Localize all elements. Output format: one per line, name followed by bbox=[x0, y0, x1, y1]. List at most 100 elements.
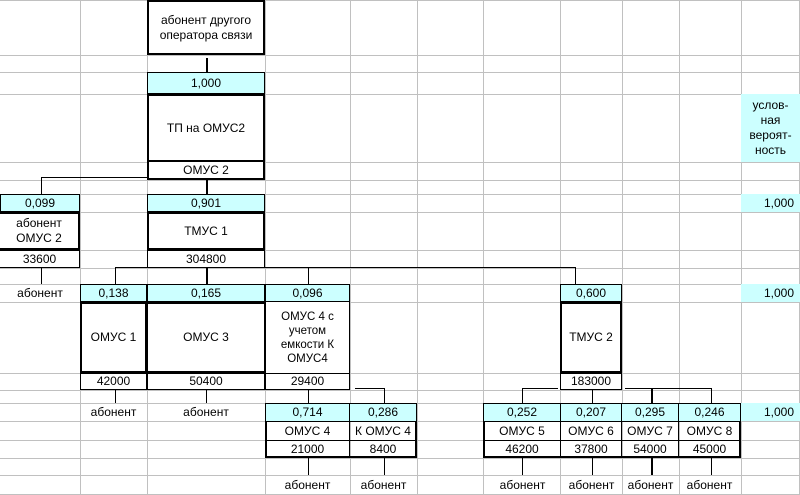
grid-line-horizontal bbox=[0, 162, 800, 163]
grid-line-horizontal bbox=[0, 250, 800, 251]
grid-line-horizontal bbox=[0, 268, 800, 269]
grid-line-horizontal bbox=[0, 72, 800, 73]
connector-line bbox=[41, 268, 42, 284]
connector-line bbox=[265, 267, 575, 268]
value-omus4: 21000 bbox=[266, 440, 350, 457]
node-омус-6: ОМУС 6 bbox=[561, 421, 622, 440]
value-omus3: 50400 bbox=[147, 373, 265, 390]
grid-line-vertical bbox=[560, 0, 561, 495]
grid-line-vertical bbox=[417, 0, 418, 495]
node-omus1: ОМУС 1 bbox=[80, 302, 147, 373]
value-tmus2: 183000 bbox=[560, 373, 622, 390]
connector-line bbox=[384, 388, 385, 403]
connector-line bbox=[115, 267, 147, 268]
connector-line bbox=[522, 458, 523, 475]
connector-line bbox=[625, 388, 712, 389]
prob-omus3: 0,165 bbox=[147, 284, 265, 302]
node-омус-5: ОМУС 5 bbox=[484, 421, 561, 440]
connector-line bbox=[575, 267, 576, 284]
legend-conditional-probability: услов- ная вероят- ность bbox=[741, 94, 800, 162]
connector-line bbox=[206, 180, 208, 194]
grid-line-vertical bbox=[80, 0, 81, 495]
connector-line bbox=[355, 388, 385, 389]
value-subscriber-omus2: 33600 bbox=[0, 250, 80, 268]
prob-tmus1: 0,901 bbox=[147, 194, 265, 212]
connector-line bbox=[592, 458, 593, 475]
leaf-subscriber-омус-7: абонент bbox=[627, 477, 674, 492]
grid-line-vertical bbox=[265, 0, 266, 495]
node-tp-omus2: ТП на ОМУС2 bbox=[147, 94, 265, 162]
connector-line bbox=[206, 390, 207, 403]
grid-line-horizontal bbox=[0, 194, 800, 195]
grid-line-horizontal bbox=[0, 0, 800, 1]
row-sum-level3: 1,000 bbox=[741, 403, 800, 421]
connector-line bbox=[115, 267, 116, 284]
connector-line bbox=[711, 388, 712, 403]
prob-омус-5: 0,252 bbox=[484, 404, 561, 421]
connector-line bbox=[592, 390, 593, 403]
connector-line bbox=[115, 390, 116, 403]
prob-омус-8: 0,246 bbox=[679, 404, 740, 421]
connector-line bbox=[711, 458, 712, 475]
connector-line bbox=[384, 458, 385, 475]
value-омус-6: 37800 bbox=[561, 440, 622, 457]
connector-line bbox=[522, 388, 558, 389]
leaf-subscriber-омус-8: абонент bbox=[686, 477, 733, 492]
grid-line-horizontal bbox=[0, 55, 800, 56]
prob-subscriber-omus2: 0,099 bbox=[0, 194, 80, 212]
prob-omus1: 0,138 bbox=[80, 284, 147, 302]
connector-line bbox=[651, 458, 653, 475]
leaf-subscriber-omus1: абонент bbox=[90, 404, 137, 419]
prob-tp-omus2: 1,000 bbox=[147, 72, 265, 94]
prob-омус-6: 0,207 bbox=[561, 404, 622, 421]
row-sum-level1: 1,000 bbox=[741, 194, 800, 212]
value-omus4-with-k: 29400 bbox=[265, 373, 350, 390]
connector-line bbox=[651, 389, 653, 403]
node-subscriber-omus2: абонент ОМУС 2 bbox=[0, 212, 80, 250]
connector-line bbox=[206, 268, 208, 284]
grid-line-horizontal bbox=[0, 284, 800, 285]
value-omus1: 42000 bbox=[80, 373, 147, 390]
prob-tmus2: 0,600 bbox=[560, 284, 622, 302]
prob-omus4: 0,714 bbox=[266, 404, 350, 421]
node-omus3: ОМУС 3 bbox=[146, 302, 266, 373]
leaf-subscriber-омус-5: абонент bbox=[499, 477, 546, 492]
node-tmus1: ТМУС 1 bbox=[147, 212, 265, 250]
prob-омус-7: 0,295 bbox=[622, 404, 679, 421]
node-tmus2: ТМУС 2 bbox=[560, 302, 622, 373]
grid-line-vertical bbox=[483, 0, 484, 495]
value-k-omus4: 8400 bbox=[350, 440, 416, 457]
grid-line-horizontal bbox=[0, 94, 800, 95]
node-омус-8: ОМУС 8 bbox=[679, 421, 740, 440]
grid-line-horizontal bbox=[0, 302, 800, 303]
grid-line-vertical bbox=[679, 0, 680, 495]
connector-line bbox=[308, 390, 309, 403]
row-sum-level2: 1,000 bbox=[741, 284, 800, 302]
connector-line bbox=[308, 268, 309, 284]
leaf-subscriber-label: абонент bbox=[17, 285, 63, 300]
prob-omus4-with-k: 0,096 bbox=[265, 284, 350, 302]
connector-line bbox=[41, 177, 42, 194]
leaf-subscriber-omus4: абонент bbox=[284, 477, 331, 492]
connector-line bbox=[41, 177, 147, 178]
grid-line-horizontal bbox=[0, 475, 800, 476]
prob-k-omus4: 0,286 bbox=[350, 404, 416, 421]
node-other-operator-subscriber: абонент другого оператора связи bbox=[147, 0, 265, 55]
grid-line-vertical bbox=[741, 0, 742, 495]
grid-line-horizontal bbox=[0, 390, 800, 391]
value-омус-8: 45000 bbox=[679, 440, 740, 457]
value-омус-5: 46200 bbox=[484, 440, 561, 457]
leaf-subscriber-omus3: абонент bbox=[183, 404, 229, 419]
node-omus4: ОМУС 4 bbox=[266, 421, 350, 440]
value-омус-7: 54000 bbox=[622, 440, 679, 457]
grid-line-horizontal bbox=[0, 212, 800, 213]
grid-line-horizontal bbox=[0, 373, 800, 374]
grid-line-vertical bbox=[350, 0, 351, 495]
connector-line bbox=[206, 58, 208, 72]
connector-line bbox=[522, 388, 523, 403]
connector-line bbox=[308, 458, 309, 475]
node-омус-7: ОМУС 7 bbox=[622, 421, 679, 440]
value-tmus1: 304800 bbox=[147, 250, 265, 268]
node-k-omus4: К ОМУС 4 bbox=[350, 421, 416, 440]
node-omus4-with-k: ОМУС 4 с учетом емкости К ОМУС4 bbox=[265, 302, 350, 373]
